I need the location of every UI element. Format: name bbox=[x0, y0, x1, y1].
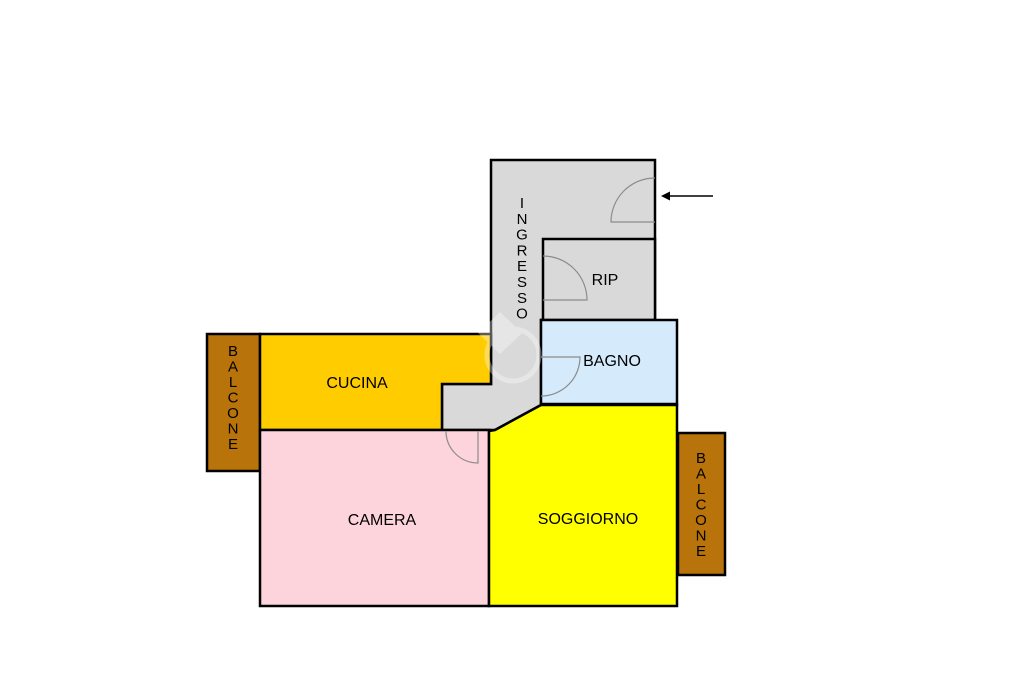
bagno-label: BAGNO bbox=[583, 353, 641, 370]
cucina-label: CUCINA bbox=[326, 375, 388, 392]
camera-door-swing bbox=[445, 430, 479, 464]
soggiorno-area bbox=[487, 403, 679, 608]
bagno: BAGNO bbox=[539, 318, 679, 406]
doors bbox=[445, 177, 656, 464]
ripostiglio: RIP bbox=[541, 237, 657, 322]
soggiorno-label: SOGGIORNO bbox=[538, 511, 638, 528]
balcone-left-area bbox=[205, 332, 262, 473]
bagno-door-swing bbox=[540, 356, 581, 397]
camera: CAMERA bbox=[258, 428, 491, 608]
watermark-logo bbox=[478, 312, 542, 384]
rip-area bbox=[541, 237, 657, 322]
camera-area bbox=[258, 428, 491, 608]
arrow-left-icon bbox=[661, 191, 713, 201]
balcone-right-area bbox=[676, 431, 727, 577]
rip-door-swing bbox=[542, 255, 588, 301]
camera-label: CAMERA bbox=[348, 512, 417, 529]
bagno-area bbox=[539, 318, 679, 406]
entrance-door-swing bbox=[610, 177, 656, 223]
soggiorno: SOGGIORNO bbox=[487, 403, 679, 608]
rip-label: RIP bbox=[592, 272, 619, 289]
